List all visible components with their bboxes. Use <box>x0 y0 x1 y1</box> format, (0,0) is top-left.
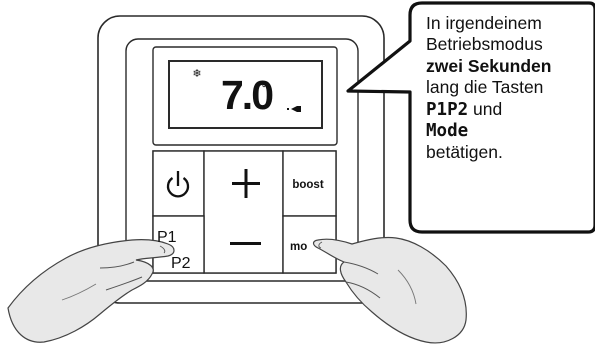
p1-label: P1 <box>157 229 177 246</box>
speaker-dot <box>287 108 289 110</box>
display-screen <box>168 60 323 129</box>
boost-button[interactable]: boost <box>282 150 337 217</box>
display-temperature: 7.0 <box>221 72 273 118</box>
plus-icon[interactable] <box>232 169 260 198</box>
minus-icon[interactable] <box>230 242 261 245</box>
frost-icon: ❄ <box>192 68 201 80</box>
callout-line-1: In irgendeinem <box>426 13 542 33</box>
speaker-left-icon <box>291 106 301 112</box>
display-unit: °c <box>262 83 272 94</box>
callout-line-3: zwei Sekunden <box>426 55 552 76</box>
callout-line-2: Betriebsmodus <box>426 34 543 55</box>
callout-line-4: lang die Tasten <box>426 77 544 98</box>
callout-p1p2: P1P2 <box>426 99 469 120</box>
callout-line-5: P1P2 und <box>426 99 595 121</box>
mode-label: mo <box>290 241 307 253</box>
pointing-hand-left <box>7 239 175 343</box>
callout-text: In irgendeinem Betriebsmodus zwei Sekund… <box>426 13 595 164</box>
boost-label: boost <box>292 179 323 191</box>
callout-und: und <box>468 98 503 119</box>
callout-line-6: Mode <box>426 121 469 142</box>
p2-label: P2 <box>171 255 191 272</box>
mode-button[interactable]: mo <box>282 215 337 274</box>
plus-minus-button[interactable] <box>203 150 284 274</box>
pointing-hand-right <box>312 236 467 344</box>
power-icon <box>166 171 190 198</box>
power-button[interactable] <box>152 150 205 217</box>
callout-line-7: betätigen. <box>426 142 503 163</box>
